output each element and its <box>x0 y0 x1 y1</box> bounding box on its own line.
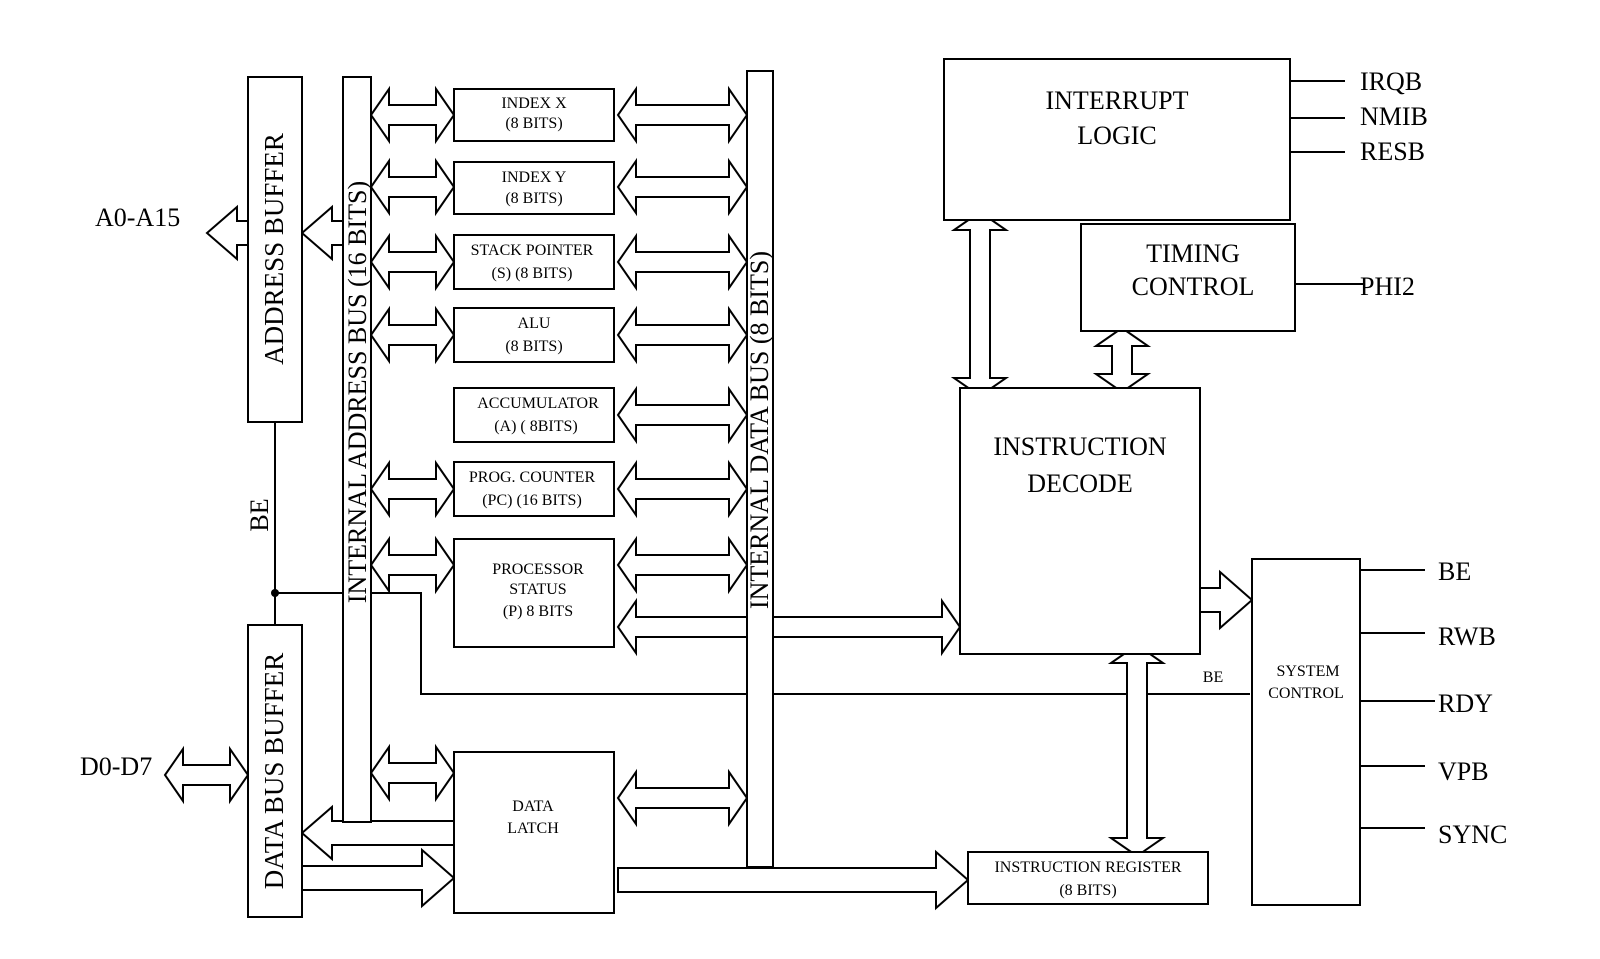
data-latch-data-bus-arrow <box>616 768 749 828</box>
instruction-decode-label-1: INSTRUCTION <box>993 432 1167 461</box>
accumulator-data-bus-arrow <box>616 385 749 445</box>
sync-label: SYNC <box>1438 820 1507 849</box>
instruction-decode: INSTRUCTION DECODE <box>959 387 1201 655</box>
timing-decode-arrow <box>1092 326 1152 394</box>
accumulator-label-1: ACCUMULATOR <box>477 395 599 412</box>
nmib-label: NMIB <box>1360 102 1428 131</box>
be-output-label: BE <box>1438 557 1471 586</box>
address-bus-to-buffer-arrow <box>300 204 344 262</box>
instruction-register-label-1: INSTRUCTION REGISTER <box>994 859 1181 876</box>
data-latch: DATA LATCH <box>453 751 615 914</box>
d0-d7-label: D0-D7 <box>80 752 152 781</box>
addr-bus-alu-arrow <box>369 305 456 365</box>
be-junction-dot <box>271 589 279 597</box>
system-control-label-1: SYSTEM <box>1276 663 1339 680</box>
addr-bus-index-x-arrow <box>369 85 456 145</box>
timing-control: TIMING CONTROL <box>1080 223 1296 332</box>
connection-wires <box>271 80 1435 829</box>
addr-bus-prog-counter-arrow <box>369 459 456 519</box>
be-bus-label: BE <box>1203 669 1223 686</box>
addr-bus-stack-pointer-arrow <box>369 232 456 292</box>
alu-label-2: (8 BITS) <box>505 338 562 355</box>
accumulator-register: ACCUMULATOR (A) ( 8BITS) <box>453 387 615 443</box>
irqb-label: IRQB <box>1360 67 1422 96</box>
be-vertical-label: BE <box>245 498 274 531</box>
index-y-data-bus-arrow <box>616 157 749 217</box>
be-line-to-system-control <box>371 592 1250 695</box>
data-latch-to-data-bus-buffer-arrow <box>300 804 455 862</box>
program-counter-label-1: PROG. COUNTER <box>469 469 596 486</box>
program-counter-register: PROG. COUNTER (PC) (16 BITS) <box>453 461 615 517</box>
processor-status-register: PROCESSOR STATUS (P) 8 BITS <box>453 538 615 648</box>
instruction-register-label-2: (8 BITS) <box>1059 882 1116 899</box>
stack-pointer-label-2: (S) (8 BITS) <box>492 265 573 282</box>
address-buffer-label: ADDRESS BUFFER <box>259 133 289 365</box>
internal-address-bus-label: INTERNAL ADDRESS BUS (16 BITS) <box>343 181 372 603</box>
prog-counter-data-bus-arrow <box>616 459 749 519</box>
data-latch-label-1: DATA <box>512 798 554 815</box>
data-latch-to-instruction-register-arrow <box>617 849 970 911</box>
bus-arrows <box>163 85 1254 911</box>
processor-status-data-bus-arrow <box>616 535 749 595</box>
decode-to-system-control-arrow <box>1199 569 1254 631</box>
vpb-label: VPB <box>1438 757 1489 786</box>
system-control-label-2: CONTROL <box>1268 685 1344 702</box>
addr-bus-processor-status-arrow <box>369 535 456 595</box>
alu: ALU (8 BITS) <box>453 307 615 363</box>
data-latch-label-2: LATCH <box>507 820 559 837</box>
processor-status-label-1: PROCESSOR <box>492 561 584 578</box>
index-x-label-1: INDEX X <box>501 95 567 112</box>
internal-address-bus: INTERNAL ADDRESS BUS (16 BITS) <box>342 76 372 823</box>
interrupt-decode-arrow <box>950 210 1010 398</box>
d0-d7-arrow <box>163 745 250 805</box>
stack-pointer-data-bus-arrow <box>616 232 749 292</box>
addr-bus-data-latch-arrow <box>369 743 456 803</box>
processor-status-label-2: STATUS <box>509 581 566 598</box>
a0-a15-label: A0-A15 <box>95 203 180 232</box>
internal-data-bus: INTERNAL DATA BUS (8 BITS) <box>745 70 774 868</box>
interrupt-logic-label-2: LOGIC <box>1077 121 1156 150</box>
stack-pointer-register: STACK POINTER (S) (8 BITS) <box>453 234 615 290</box>
interrupt-logic-label-1: INTERRUPT <box>1046 86 1189 115</box>
a0-a15-arrow <box>205 204 249 262</box>
accumulator-label-2: (A) ( 8BITS) <box>494 418 578 435</box>
index-y-register: INDEX Y (8 BITS) <box>453 161 615 215</box>
index-y-label-1: INDEX Y <box>502 169 567 186</box>
index-x-label-2: (8 BITS) <box>505 115 562 132</box>
system-control: SYSTEM CONTROL <box>1251 558 1361 906</box>
resb-label: RESB <box>1360 137 1425 166</box>
data-bus-buffer: DATA BUS BUFFER <box>247 624 303 918</box>
alu-label-1: ALU <box>518 315 551 332</box>
index-x-register: INDEX X (8 BITS) <box>453 88 615 142</box>
data-bus-to-instruction-decode-arrow <box>616 597 962 657</box>
phi2-label: PHI2 <box>1360 272 1415 301</box>
rwb-label: RWB <box>1438 622 1496 651</box>
address-buffer: ADDRESS BUFFER <box>247 76 303 423</box>
alu-data-bus-arrow <box>616 305 749 365</box>
internal-data-bus-label: INTERNAL DATA BUS (8 BITS) <box>745 251 774 609</box>
signal-labels: A0-A15 D0-D7 BE BE IRQB NMIB RESB PHI2 B… <box>80 67 1507 849</box>
rdy-label: RDY <box>1438 689 1493 718</box>
data-bus-buffer-label: DATA BUS BUFFER <box>259 653 289 889</box>
data-bus-buffer-to-data-latch-arrow <box>301 847 456 909</box>
index-y-label-2: (8 BITS) <box>505 190 562 207</box>
timing-control-label-2: CONTROL <box>1132 272 1255 301</box>
stack-pointer-label-1: STACK POINTER <box>471 242 594 259</box>
instruction-decode-label-2: DECODE <box>1027 469 1132 498</box>
processor-status-label-3: (P) 8 BITS <box>503 603 573 620</box>
timing-control-label-1: TIMING <box>1146 239 1240 268</box>
addr-bus-index-y-arrow <box>369 157 456 217</box>
decode-instruction-register-arrow <box>1107 643 1167 858</box>
interrupt-logic: INTERRUPT LOGIC <box>943 58 1291 221</box>
instruction-register: INSTRUCTION REGISTER (8 BITS) <box>967 851 1209 905</box>
program-counter-label-2: (PC) (16 BITS) <box>482 492 582 509</box>
index-x-data-bus-arrow <box>616 85 749 145</box>
